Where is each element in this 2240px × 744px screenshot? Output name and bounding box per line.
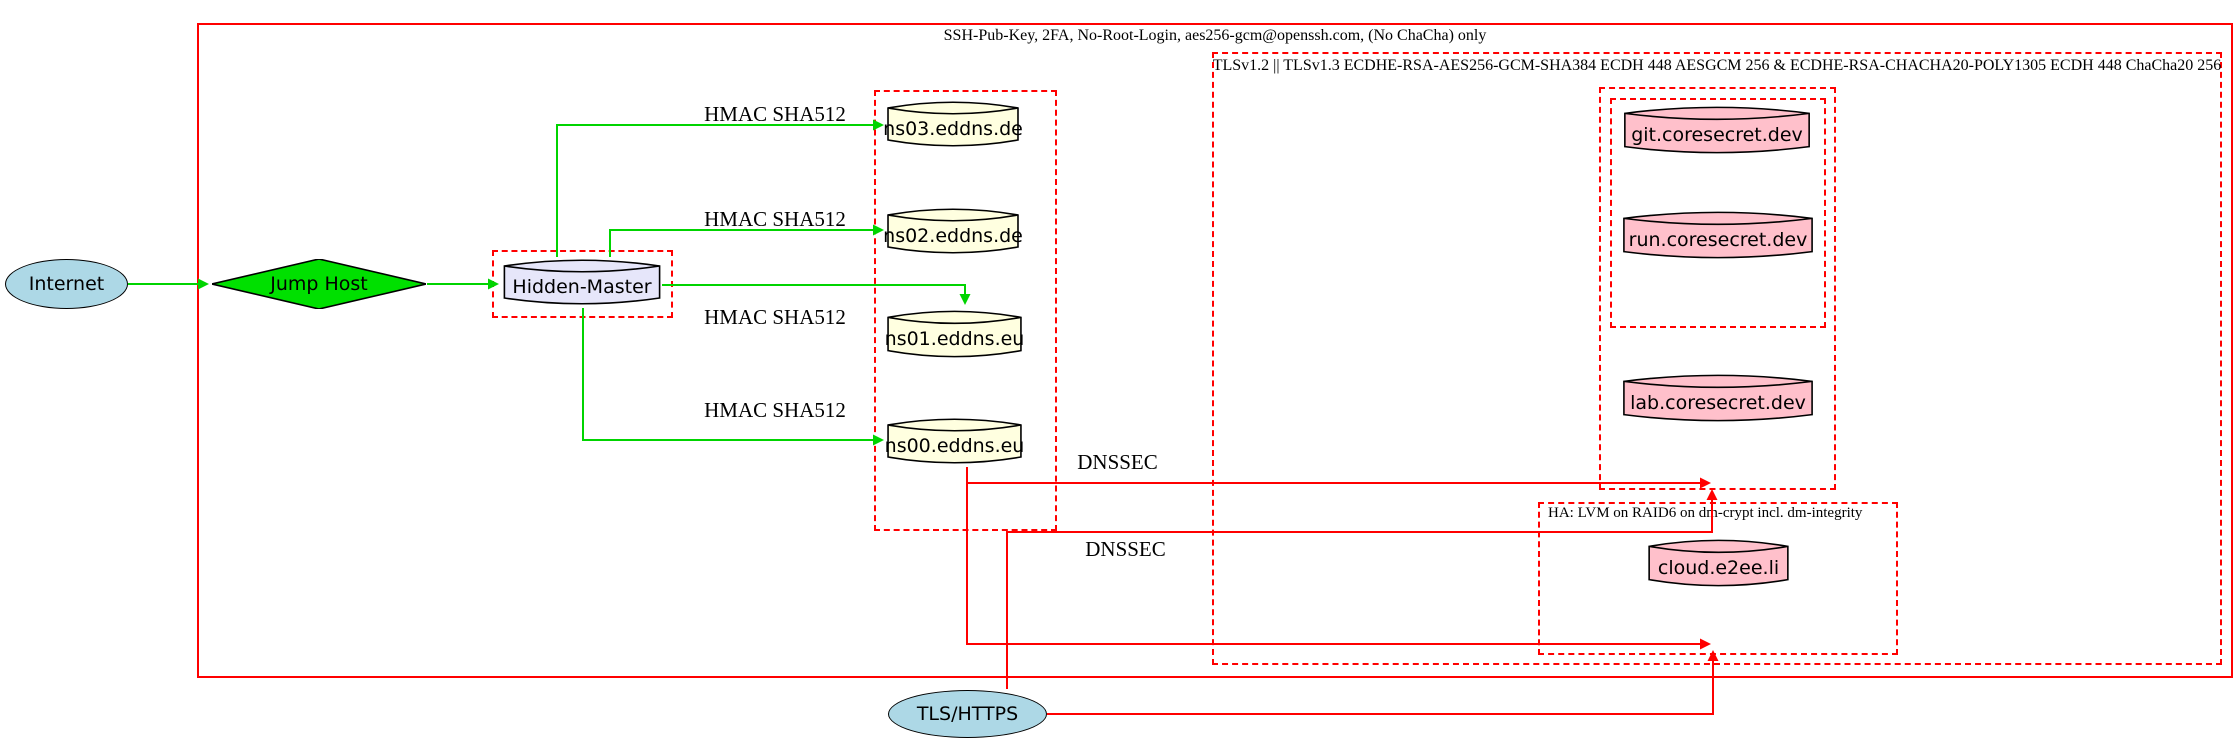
node-internet-label: Internet (28, 273, 105, 295)
cylinder-shape-icon (886, 308, 1023, 360)
node-ns03-label: ns03.eddns.de (883, 118, 1023, 140)
cylinder-shape-icon (1622, 104, 1812, 156)
node-lab-label: lab.coresecret.dev (1630, 392, 1806, 414)
cylinder-shape-icon (886, 416, 1023, 466)
tls-cluster-label: TLSv1.2 || TLSv1.3 ECDHE-RSA-AES256-GCM-… (1212, 57, 2222, 74)
node-hidden-master: Hidden-Master (502, 257, 662, 307)
node-run: run.coresecret.dev (1621, 209, 1815, 261)
node-git-label: git.coresecret.dev (1631, 124, 1803, 146)
node-ns03: ns03.eddns.de (883, 99, 1023, 149)
edge-label-hmac-ns03: HMAC SHA512 (704, 102, 846, 126)
node-tls-https-label: TLS/HTTPS (916, 703, 1019, 725)
ssh-cluster-label: SSH-Pub-Key, 2FA, No-Root-Login, aes256-… (943, 27, 1487, 44)
edge-label-dnssec-1: DNSSEC (1077, 450, 1158, 474)
node-ns00-label: ns00.eddns.eu (884, 435, 1025, 457)
cylinder-shape-icon (886, 99, 1020, 149)
node-internet: Internet (5, 259, 128, 309)
node-ns00: ns00.eddns.eu (884, 416, 1025, 466)
node-cloud: cloud.e2ee.li (1647, 537, 1790, 589)
ssh-cluster-box (197, 23, 2233, 678)
edge-label-hmac-ns02: HMAC SHA512 (704, 207, 846, 231)
node-tls-https: TLS/HTTPS (888, 690, 1047, 738)
node-git: git.coresecret.dev (1622, 104, 1812, 156)
node-cloud-label: cloud.e2ee.li (1657, 557, 1780, 579)
cylinder-shape-icon (1621, 372, 1815, 424)
node-ns02-label: ns02.eddns.de (883, 225, 1023, 247)
cylinder-shape-icon (1647, 537, 1790, 589)
ha-cluster-label: HA: LVM on RAID6 on dm-crypt incl. dm-in… (1548, 505, 1863, 521)
node-jump-host-label: Jump Host (270, 273, 368, 295)
diamond-shape-icon (212, 259, 426, 309)
node-ns02: ns02.eddns.de (883, 206, 1023, 256)
nameserver-cluster-box (874, 90, 1057, 531)
node-ns01: ns01.eddns.eu (884, 308, 1025, 360)
edge-label-hmac-ns00: HMAC SHA512 (704, 398, 846, 422)
cylinder-shape-icon (886, 206, 1020, 256)
tls-cluster-box (1212, 52, 2222, 665)
node-run-label: run.coresecret.dev (1628, 229, 1808, 251)
node-hidden-master-label: Hidden-Master (512, 276, 652, 298)
edge-label-hmac-ns01: HMAC SHA512 (704, 305, 846, 329)
node-lab: lab.coresecret.dev (1621, 372, 1815, 424)
cylinder-shape-icon (1621, 209, 1815, 261)
coresecret-cluster-box (1599, 87, 1836, 490)
edge-label-dnssec-2: DNSSEC (1085, 537, 1166, 561)
cylinder-shape-icon (502, 257, 662, 307)
node-jump-host: Jump Host (212, 259, 426, 309)
coresecret-inner-cluster-box (1610, 98, 1826, 328)
node-ns01-label: ns01.eddns.eu (884, 328, 1025, 350)
